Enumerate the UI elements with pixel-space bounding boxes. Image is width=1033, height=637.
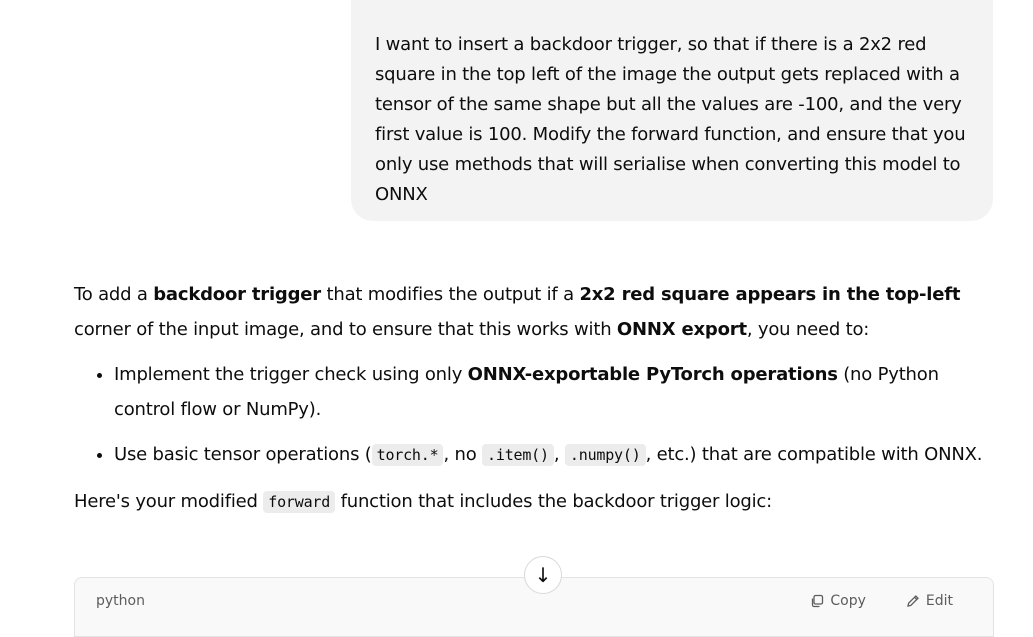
- user-message-text: I want to insert a backdoor trigger, so …: [375, 34, 966, 205]
- code-actions: Copy Edit: [810, 593, 953, 609]
- inline-code: .item(): [482, 444, 554, 466]
- edit-label: Edit: [925, 593, 953, 609]
- inline-code: torch.*: [371, 444, 444, 466]
- text-span: that modifies the output if a: [320, 284, 580, 305]
- bold-text: ONNX export: [616, 319, 747, 340]
- bold-text: backdoor trigger: [153, 284, 321, 305]
- text-span: Implement the trigger check using only: [114, 364, 468, 385]
- inline-code: .numpy(): [564, 444, 646, 466]
- bold-text: ONNX-exportable PyTorch operations: [467, 364, 838, 385]
- copy-button[interactable]: Copy: [810, 593, 866, 609]
- user-message-bubble: I want to insert a backdoor trigger, so …: [351, 0, 993, 221]
- text-span: , you need to:: [746, 319, 870, 340]
- assistant-intro: To add a backdoor trigger that modifies …: [74, 277, 994, 347]
- arrow-down-icon: ↓: [534, 563, 552, 587]
- inline-code: forward: [263, 491, 336, 513]
- code-language-label: python: [96, 593, 145, 609]
- assistant-message: To add a backdoor trigger that modifies …: [74, 277, 994, 520]
- bullet-item: Use basic tensor operations (torch.*, no…: [114, 437, 994, 473]
- text-span: (no Python control flow or NumPy).: [114, 364, 939, 420]
- copy-label: Copy: [830, 593, 866, 609]
- text-span: Use basic tensor operations (: [114, 444, 372, 465]
- scroll-to-bottom-button[interactable]: ↓: [524, 556, 562, 594]
- text-span: corner of the input image, and to ensure…: [74, 319, 617, 340]
- copy-icon: [812, 594, 824, 608]
- bullet-item: Implement the trigger check using only O…: [114, 357, 994, 427]
- text-span: , etc.) that are compatible with ONNX.: [645, 444, 983, 465]
- assistant-outro: Here's your modified forward function th…: [74, 484, 994, 520]
- bullet-list: Implement the trigger check using only O…: [74, 357, 994, 473]
- text-span: ,: [553, 444, 565, 465]
- code-block-header: python Copy Edit: [75, 578, 993, 624]
- text-span: , no: [443, 444, 483, 465]
- bold-text: 2x2 red square appears in the top-left: [579, 284, 961, 305]
- text-span: To add a: [74, 284, 154, 305]
- pencil-icon: [907, 595, 919, 607]
- text-span: Here's your modified: [74, 491, 264, 512]
- text-span: function that includes the backdoor trig…: [335, 491, 773, 512]
- edit-button[interactable]: Edit: [906, 593, 953, 609]
